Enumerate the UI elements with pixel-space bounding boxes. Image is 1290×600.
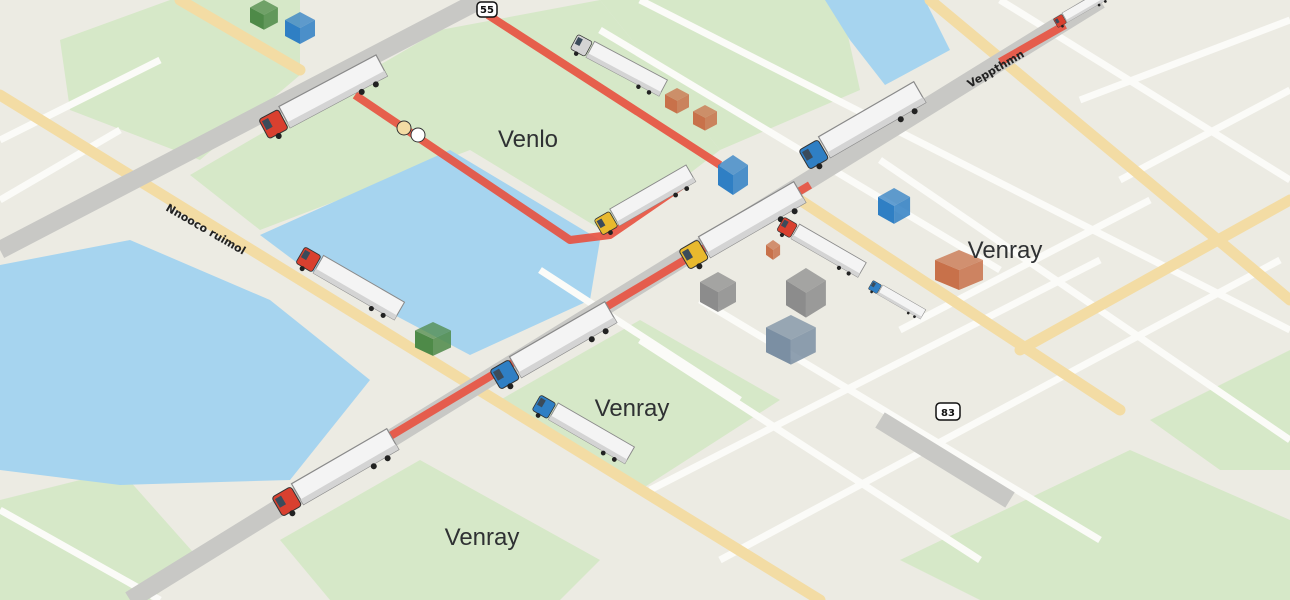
city-label-venlo: Venlo	[498, 126, 558, 153]
svg-text:55: 55	[480, 5, 494, 16]
city-label-venray-center: Venray	[595, 395, 670, 422]
city-label-venray-south: Venray	[445, 524, 520, 551]
route-marker-icons	[396, 120, 426, 143]
svg-text:83: 83	[941, 408, 955, 419]
route-shield-83: 83	[935, 402, 961, 421]
route-shield-55: 55	[476, 1, 498, 18]
city-label-venray-east: Venray	[968, 237, 1043, 264]
